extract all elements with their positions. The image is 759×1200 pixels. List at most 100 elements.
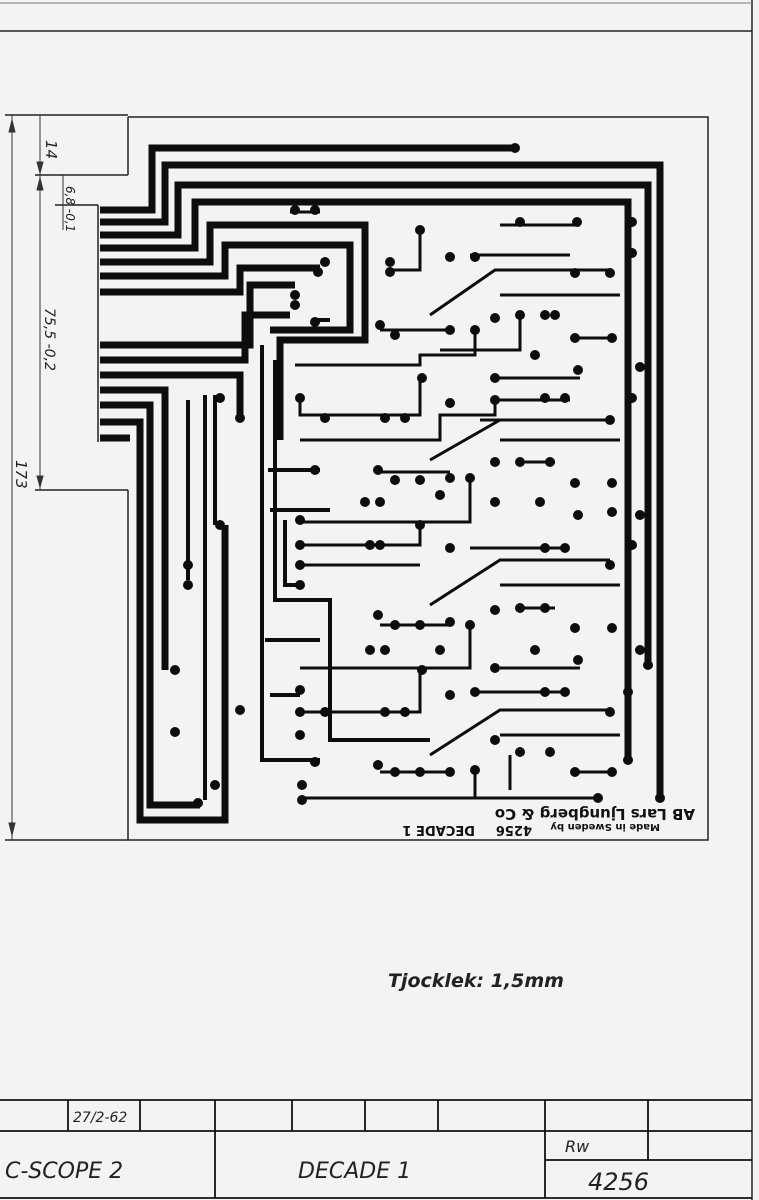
pad xyxy=(375,320,385,330)
pad xyxy=(490,457,500,467)
pad xyxy=(435,490,445,500)
pad xyxy=(560,687,570,697)
trace xyxy=(429,558,610,607)
pad xyxy=(445,398,455,408)
pad xyxy=(290,300,300,310)
pad xyxy=(297,780,307,790)
pad xyxy=(417,665,427,675)
pad xyxy=(490,735,500,745)
trace xyxy=(429,418,501,462)
pad xyxy=(607,767,617,777)
silk-company: AB Lars Ljungberg & Co xyxy=(495,805,695,823)
pad xyxy=(215,393,225,403)
trace xyxy=(300,670,422,714)
pad xyxy=(210,780,220,790)
pad xyxy=(415,520,425,530)
pad xyxy=(570,623,580,633)
pad xyxy=(515,310,525,320)
trace xyxy=(100,198,632,760)
pad xyxy=(295,707,305,717)
copper-traces xyxy=(100,144,664,824)
pad xyxy=(627,217,637,227)
trace xyxy=(429,268,610,317)
pad xyxy=(183,560,193,570)
pad xyxy=(535,497,545,507)
pad xyxy=(627,393,637,403)
pad xyxy=(313,267,323,277)
pad xyxy=(470,325,480,335)
pad xyxy=(400,707,410,717)
pad xyxy=(320,257,330,267)
pad xyxy=(560,393,570,403)
pad xyxy=(310,465,320,475)
pad xyxy=(643,660,653,670)
dimension-14: 14 xyxy=(42,140,60,159)
pad xyxy=(540,603,550,613)
pad xyxy=(385,257,395,267)
pad xyxy=(623,687,633,697)
pad xyxy=(593,793,603,803)
trace xyxy=(260,345,320,762)
pad xyxy=(545,457,555,467)
pad xyxy=(415,475,425,485)
pad xyxy=(635,510,645,520)
pad xyxy=(570,478,580,488)
pad xyxy=(390,620,400,630)
title-name: DECADE 1 xyxy=(298,1159,411,1184)
pad xyxy=(490,497,500,507)
pad xyxy=(380,707,390,717)
pad xyxy=(605,707,615,717)
pad xyxy=(490,395,500,405)
pad xyxy=(445,543,455,553)
pad xyxy=(385,267,395,277)
pad xyxy=(170,665,180,675)
pad xyxy=(375,497,385,507)
silk-part-number: 4256 xyxy=(496,822,532,837)
pad xyxy=(572,217,582,227)
trace xyxy=(300,525,422,547)
pad xyxy=(170,727,180,737)
pad xyxy=(607,623,617,633)
copper-pads xyxy=(170,143,665,808)
pad xyxy=(605,268,615,278)
pad xyxy=(607,333,617,343)
board-outline xyxy=(5,114,709,841)
trace xyxy=(100,181,652,665)
pad xyxy=(373,760,383,770)
silk-board-name: DECADE 1 xyxy=(402,822,475,837)
pad xyxy=(390,330,400,340)
trace xyxy=(100,221,369,440)
pad xyxy=(415,620,425,630)
pad xyxy=(510,143,520,153)
title-block xyxy=(0,1099,752,1199)
pad xyxy=(635,645,645,655)
pad xyxy=(415,767,425,777)
pad xyxy=(373,610,383,620)
trace xyxy=(300,625,472,670)
pad xyxy=(627,540,637,550)
pad xyxy=(540,310,550,320)
title-signature: Rw xyxy=(565,1137,590,1156)
pad xyxy=(215,520,225,530)
pad xyxy=(607,507,617,517)
pad xyxy=(470,252,480,262)
pad xyxy=(445,617,455,627)
pad xyxy=(365,645,375,655)
pad xyxy=(550,310,560,320)
pad xyxy=(570,268,580,278)
pad xyxy=(375,540,385,550)
trace xyxy=(298,380,422,417)
pad xyxy=(320,707,330,717)
pad xyxy=(490,373,500,383)
trace xyxy=(390,230,422,272)
trace xyxy=(300,398,570,442)
trace xyxy=(100,144,515,214)
pad xyxy=(290,205,300,215)
trace xyxy=(100,241,354,334)
pad xyxy=(310,757,320,767)
pad xyxy=(360,497,370,507)
pad xyxy=(470,765,480,775)
title-date: 27/2-62 xyxy=(73,1110,127,1126)
pad xyxy=(417,373,427,383)
